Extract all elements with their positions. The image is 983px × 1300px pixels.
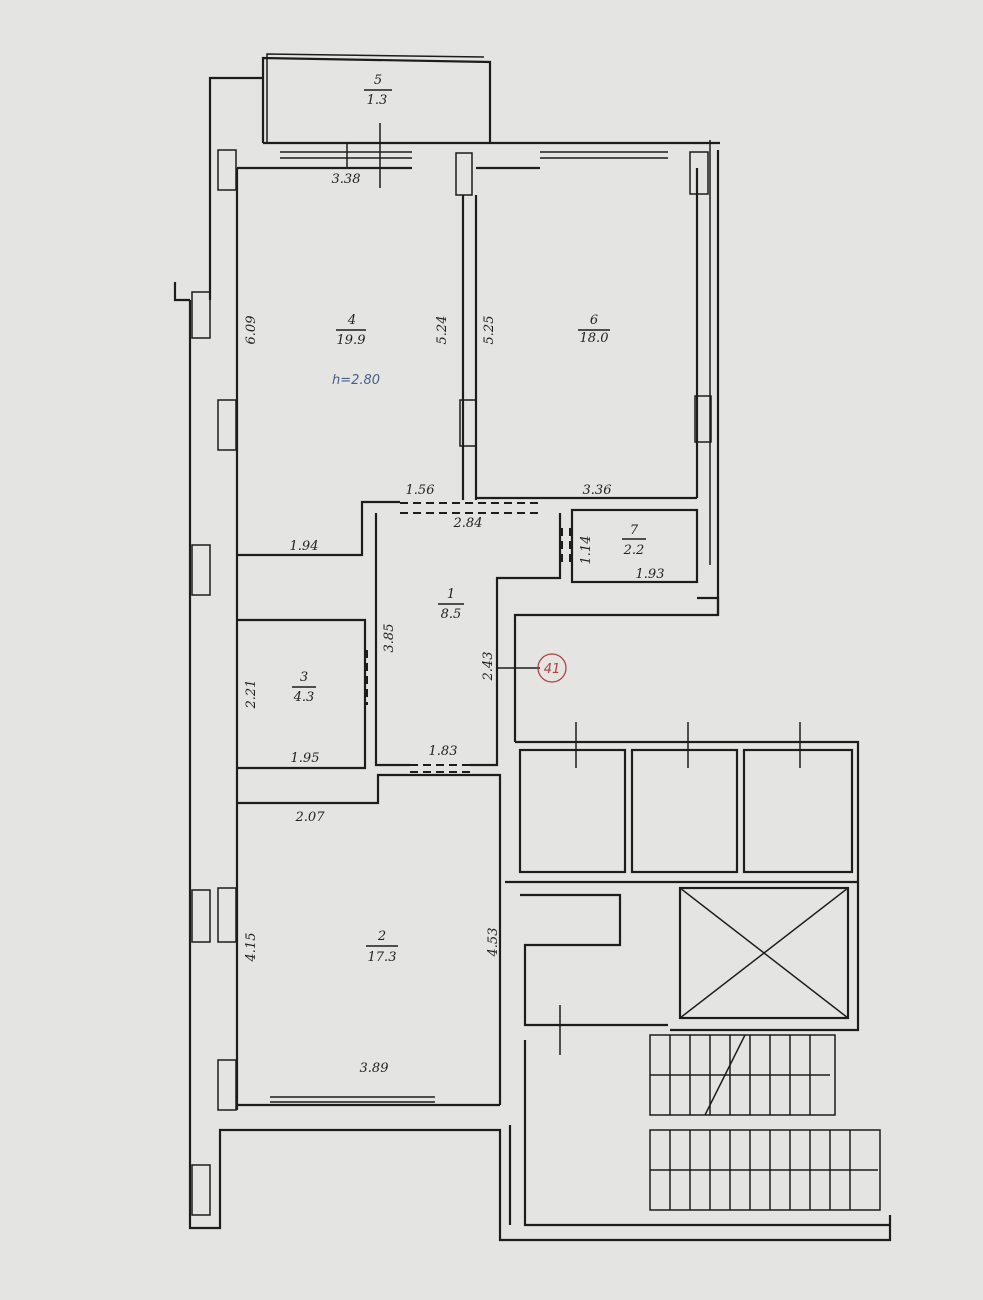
dim-room2-right: 4.53 xyxy=(486,928,501,958)
room-7-area: 2.2 xyxy=(623,543,645,558)
room-3-number: 3 xyxy=(300,670,308,685)
dim-room7-height: 1.14 xyxy=(579,536,594,565)
dim-room3-height: 2.21 xyxy=(244,680,259,710)
stairs-upper xyxy=(649,1034,836,1116)
room-2-area: 17.3 xyxy=(368,950,397,965)
dim-room3-width: 1.95 xyxy=(291,751,320,766)
room-6-number: 6 xyxy=(590,313,598,328)
dim-room7-width: 1.93 xyxy=(636,567,665,582)
dim-room6-left: 5.25 xyxy=(482,316,497,345)
dim-hall-top: 2.84 xyxy=(453,516,483,531)
hall xyxy=(374,508,720,773)
dim-room4-bottom: 1.56 xyxy=(406,483,435,498)
room-7-number: 7 xyxy=(630,523,639,538)
dim-balcony-width: 3.38 xyxy=(332,172,361,187)
dimensions: 3.38 6.09 5.24 5.25 1.56 3.36 2.84 1.94 … xyxy=(244,172,664,1076)
elevator-shaft xyxy=(678,886,850,1020)
bedrooms xyxy=(237,168,712,557)
dim-room2-left: 4.15 xyxy=(244,933,259,963)
room-1-area: 8.5 xyxy=(441,607,462,622)
room-5-number: 5 xyxy=(374,73,382,88)
room-1-number: 1 xyxy=(447,587,455,602)
dim-hall-bottom: 1.83 xyxy=(429,744,458,759)
room-labels: 5 1.3 4 19.9 6 18.0 7 2.2 1 8.5 3 4.3 2 … xyxy=(292,73,646,965)
room-3-area: 4.3 xyxy=(293,690,315,705)
ceiling-height: h=2.80 xyxy=(332,373,380,388)
dim-room4-lower: 1.94 xyxy=(290,539,319,554)
room-2-walls xyxy=(237,773,512,1225)
dim-room4-right: 5.24 xyxy=(435,316,450,345)
stair-core xyxy=(505,722,890,1227)
dim-room4-left: 6.09 xyxy=(244,316,259,345)
room-4-area: 19.9 xyxy=(337,333,366,348)
apartment-number: 41 xyxy=(544,662,561,677)
room-3-walls xyxy=(237,618,377,770)
dim-hall-entry: 2.43 xyxy=(481,652,496,682)
dim-room2-top: 2.07 xyxy=(295,810,326,825)
room-5-area: 1.3 xyxy=(367,93,388,108)
dim-room6-bottom: 3.36 xyxy=(583,483,612,498)
apartment-marker-circle xyxy=(537,653,567,683)
dim-hall-height: 3.85 xyxy=(382,624,397,653)
dim-room2-bottom: 3.89 xyxy=(360,1061,389,1076)
room-2-number: 2 xyxy=(377,929,386,944)
room-4-number: 4 xyxy=(347,313,356,328)
room-6-area: 18.0 xyxy=(580,331,609,346)
outer-walls xyxy=(173,76,892,1242)
stairs-lower xyxy=(649,1129,881,1211)
